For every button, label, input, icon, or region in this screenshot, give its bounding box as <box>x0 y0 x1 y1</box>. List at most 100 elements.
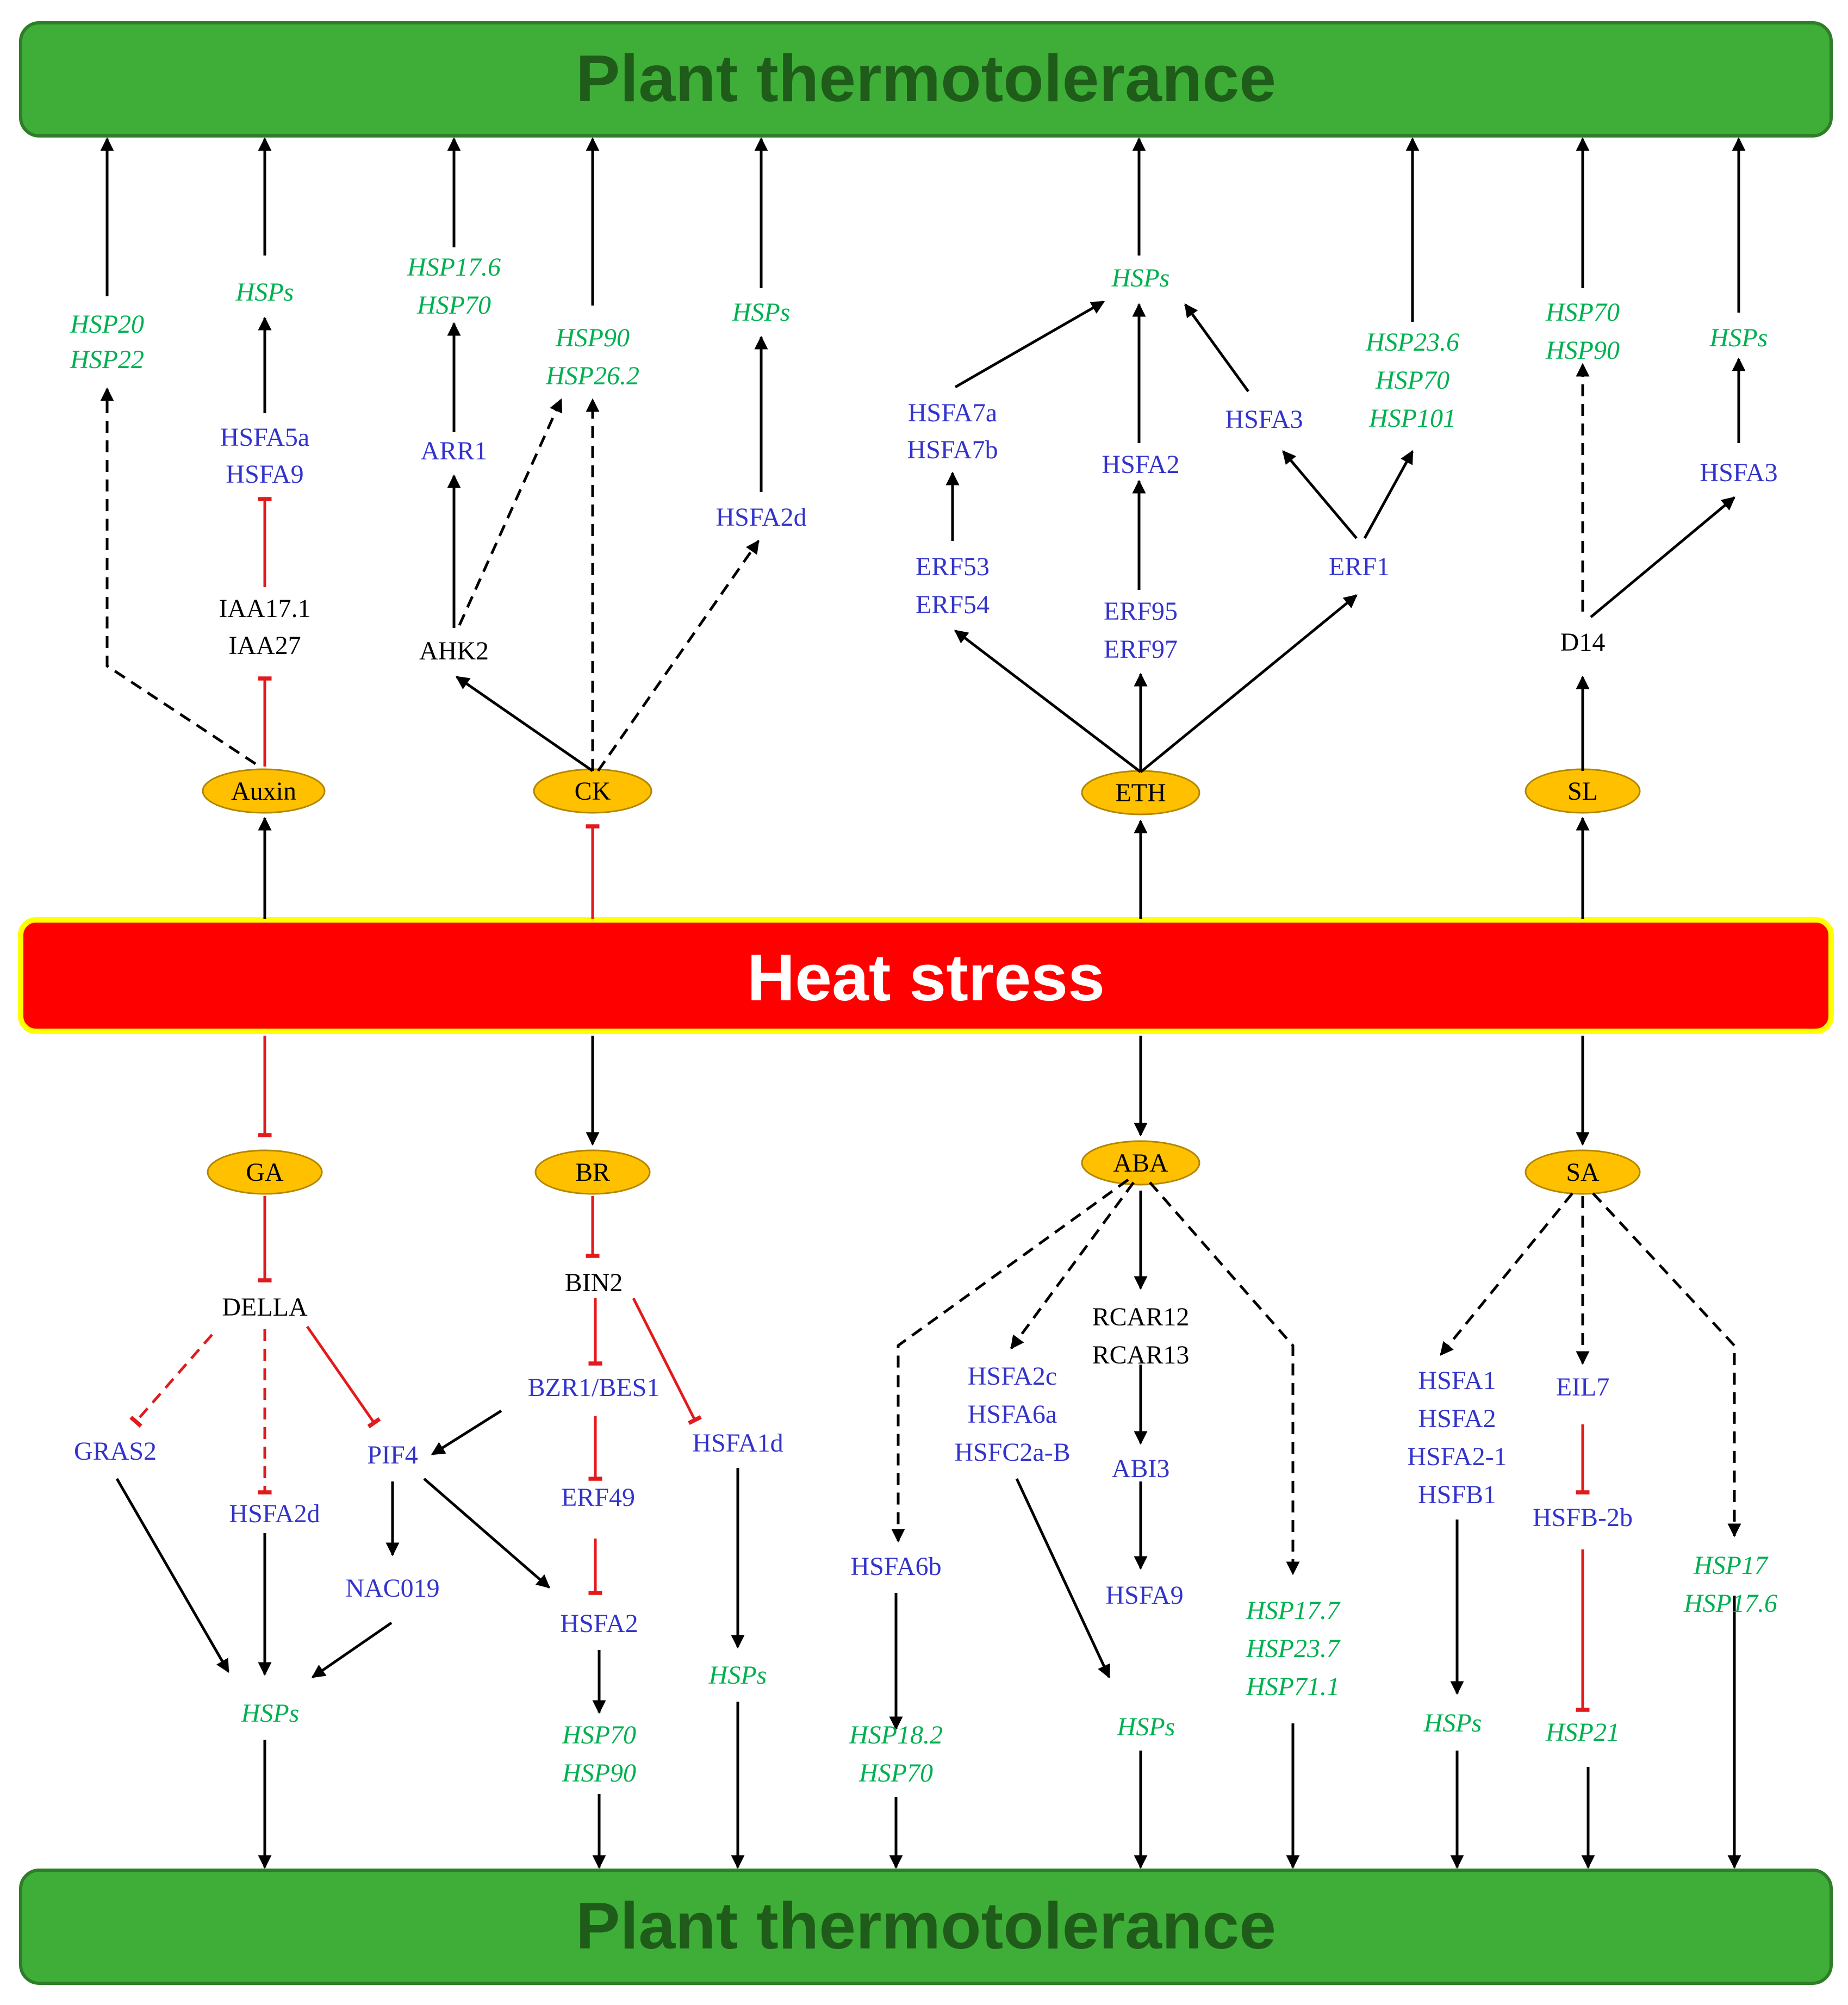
edge <box>455 675 594 773</box>
hsfa2-eth-label: HSFA2 <box>1102 450 1179 479</box>
top-banner-title: Plant thermotolerance <box>576 41 1276 115</box>
erf54-label: ERF54 <box>916 590 990 619</box>
edge <box>954 630 1142 773</box>
hormone-sl: SL <box>1525 768 1641 814</box>
inhibition-edges <box>129 497 1590 1712</box>
edge <box>1140 594 1358 773</box>
edge <box>632 1297 702 1425</box>
hsp70-eth-label: HSP70 <box>1375 366 1449 395</box>
hormone-aba: ABA <box>1081 1140 1200 1186</box>
erf95-label: ERF95 <box>1104 597 1178 626</box>
hormone-auxin: Auxin <box>202 768 326 814</box>
hormone-eth-label: ETH <box>1115 779 1166 807</box>
edge <box>100 387 257 765</box>
ga-hsps-label: HSPs <box>241 1699 300 1728</box>
hsp90-ck-label: HSP90 <box>555 323 630 352</box>
hsfa2d-ga-label: HSFA2d <box>229 1499 320 1528</box>
hsfa1-label: HSFA1 <box>1418 1366 1496 1395</box>
hormone-sl-label: SL <box>1567 777 1598 806</box>
ck-hsps-label: HSPs <box>732 298 791 327</box>
hormone-br: BR <box>534 1149 651 1195</box>
erf1-label: ERF1 <box>1329 552 1390 581</box>
edge <box>431 1409 502 1456</box>
hsp17-6-label: HSP17.6 <box>407 253 501 282</box>
auxin-hsps-label: HSPs <box>235 278 294 307</box>
hsp21-label: HSP21 <box>1545 1718 1620 1747</box>
hsp71-1-label: HSP71.1 <box>1246 1672 1340 1701</box>
iaa17-label: IAA17.1 <box>219 594 310 623</box>
hsfa9-aba-label: HSFA9 <box>1105 1581 1183 1610</box>
edge <box>1015 1478 1111 1679</box>
edge <box>1440 1192 1573 1356</box>
activation-arrows <box>100 137 1746 1869</box>
hsfa7b-label: HSFA7b <box>907 435 998 464</box>
hsfb-2b-label: HSFB-2b <box>1533 1503 1633 1532</box>
hsp101-label: HSP101 <box>1368 404 1456 433</box>
hsp23-7-label: HSP23.7 <box>1246 1634 1341 1663</box>
hsfa3-eth-label: HSFA3 <box>1225 405 1303 434</box>
hsp17-7-label: HSP17.7 <box>1246 1596 1341 1625</box>
della-label: DELLA <box>222 1293 308 1322</box>
iaa27-label: IAA27 <box>228 631 301 660</box>
d14-label: D14 <box>1560 628 1606 657</box>
arr1-label: ARR1 <box>421 437 488 465</box>
edge <box>596 539 760 772</box>
hormone-aba-label: ABA <box>1113 1149 1168 1178</box>
hsfa7a-label: HSFA7a <box>908 398 997 427</box>
nac019-label: NAC019 <box>345 1574 439 1603</box>
ahk2-label: AHK2 <box>419 637 489 665</box>
hsp90-sl-label: HSP90 <box>1545 336 1620 365</box>
hormone-sa: SA <box>1525 1149 1641 1195</box>
edge <box>1184 303 1250 393</box>
erf53-label: ERF53 <box>916 552 990 581</box>
hormone-sa-label: SA <box>1566 1158 1600 1187</box>
hsp17-label: HSP17 <box>1693 1551 1769 1580</box>
hormone-auxin-label: Auxin <box>231 777 296 806</box>
br-hsps-label: HSPs <box>708 1661 767 1690</box>
edge <box>1149 1181 1300 1576</box>
hsfc2a-b-label: HSFC2a-B <box>954 1438 1070 1467</box>
dashed-arrows <box>100 363 1741 1576</box>
edge <box>1590 496 1735 618</box>
gras2-label: GRAS2 <box>74 1437 157 1466</box>
rcar13-label: RCAR13 <box>1092 1341 1190 1369</box>
hsfa3-sl-label: HSFA3 <box>1700 458 1777 487</box>
hsp70-aba-label: HSP70 <box>858 1759 933 1788</box>
hsp17-6-sa-label: HSP17.6 <box>1683 1589 1777 1618</box>
eth-hsps-label: HSPs <box>1111 264 1170 292</box>
hsp18-2-label: HSP18.2 <box>849 1721 943 1749</box>
edge <box>311 1621 393 1679</box>
hsp70-sl-label: HSP70 <box>1545 298 1620 327</box>
hsfa6b-label: HSFA6b <box>850 1552 941 1581</box>
heat-stress-label: Heat stress <box>747 941 1105 1014</box>
edge <box>423 1478 550 1589</box>
bottom-banner-title: Plant thermotolerance <box>576 1889 1276 1963</box>
hsfa2-1-label: HSFA2-1 <box>1407 1442 1507 1471</box>
edge <box>1010 1181 1135 1350</box>
edge <box>129 1334 213 1428</box>
hsfa5a-label: HSFA5a <box>220 423 309 452</box>
heat-stress-bar: Heat stress <box>18 917 1834 1034</box>
hsp23-6-label: HSP23.6 <box>1365 328 1459 357</box>
pif4-label: PIF4 <box>367 1441 418 1469</box>
bin2-label: BIN2 <box>565 1268 623 1297</box>
hsfa2-sa-label: HSFA2 <box>1418 1404 1496 1433</box>
hormone-eth: ETH <box>1081 770 1200 815</box>
hsp70-ck-label: HSP70 <box>416 291 491 320</box>
edge <box>458 398 563 626</box>
abi3-label: ABI3 <box>1112 1454 1170 1483</box>
hsfa2c-label: HSFA2c <box>968 1362 1057 1391</box>
hormone-br-label: BR <box>575 1158 610 1187</box>
hsfa9-label: HSFA9 <box>226 460 303 489</box>
top-banner: Plant thermotolerance <box>19 21 1833 138</box>
sl-hsps-label: HSPs <box>1709 323 1768 352</box>
hsfa1d-label: HSFA1d <box>692 1429 783 1458</box>
hsp26-2-label: HSP26.2 <box>545 362 639 390</box>
hsp90-br-label: HSP90 <box>562 1759 636 1788</box>
aba-hsps-label: HSPs <box>1117 1713 1175 1741</box>
erf97-label: ERF97 <box>1104 635 1178 664</box>
bottom-banner: Plant thermotolerance <box>19 1869 1833 1985</box>
hsfa6a-label: HSFA6a <box>968 1400 1057 1429</box>
hormone-ga-label: GA <box>246 1158 284 1187</box>
